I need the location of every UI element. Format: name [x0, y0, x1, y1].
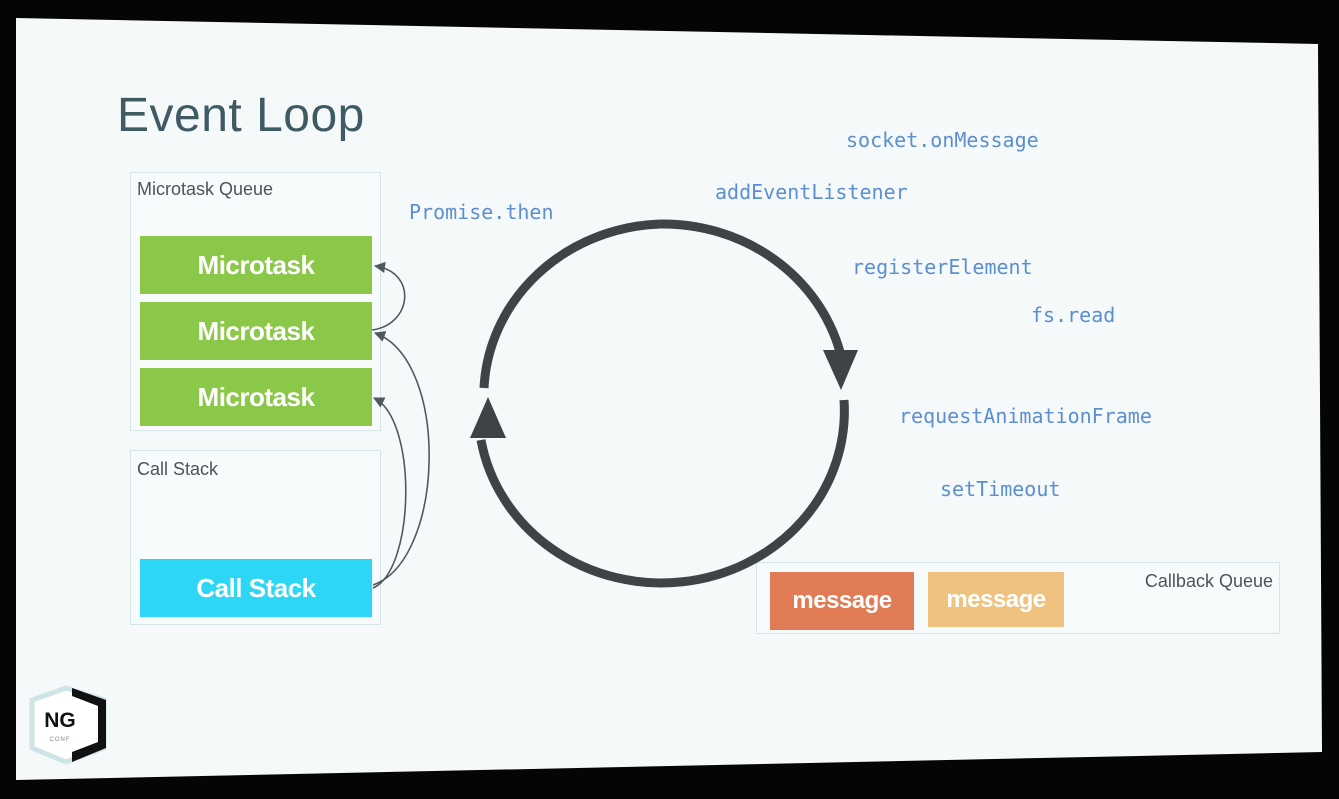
call-stack-panel: Call Stack Call Stack: [130, 450, 381, 625]
register-element-label: registerElement: [852, 255, 1033, 279]
connector-arrow: [372, 331, 430, 586]
logo-text: NG: [44, 709, 76, 732]
microtask-queue-panel: Microtask Queue Microtask Microtask Micr…: [130, 172, 381, 431]
microtask-block: Microtask: [140, 368, 372, 426]
set-timeout-label: setTimeout: [940, 477, 1061, 501]
request-animation-frame-label: requestAnimationFrame: [899, 404, 1152, 428]
loop-arc-bottom: [476, 399, 849, 588]
message-block: message: [928, 572, 1064, 627]
callback-queue-label: Callback Queue: [1144, 571, 1273, 591]
socket-onmessage-label: socket.onMessage: [846, 128, 1039, 152]
loop-arc-right: [659, 219, 845, 354]
loop-arrowhead-down-icon: [823, 350, 858, 390]
call-stack-label: Call Stack: [137, 459, 219, 479]
promise-then-label: Promise.then: [409, 200, 554, 224]
message-block: message: [770, 572, 914, 630]
call-stack-block: Call Stack: [140, 559, 372, 617]
loop-arc-left: [479, 219, 661, 389]
slide-title: Event Loop: [117, 89, 365, 142]
callback-queue-panel: Callback Queue message message: [756, 562, 1280, 634]
loop-arrowhead-up-icon: [470, 397, 506, 438]
logo-subtext: CONF: [50, 737, 71, 743]
add-event-listener-label: addEventListener: [715, 180, 908, 204]
microtask-block: Microtask: [140, 236, 372, 294]
connector-arrow: [371, 261, 406, 331]
connector-arrow: [372, 397, 407, 589]
microtask-queue-label: Microtask Queue: [137, 179, 274, 199]
microtask-block: Microtask: [140, 302, 372, 360]
ng-conf-logo: NG CONF: [29, 685, 107, 765]
fs-read-label: fs.read: [1031, 303, 1116, 327]
